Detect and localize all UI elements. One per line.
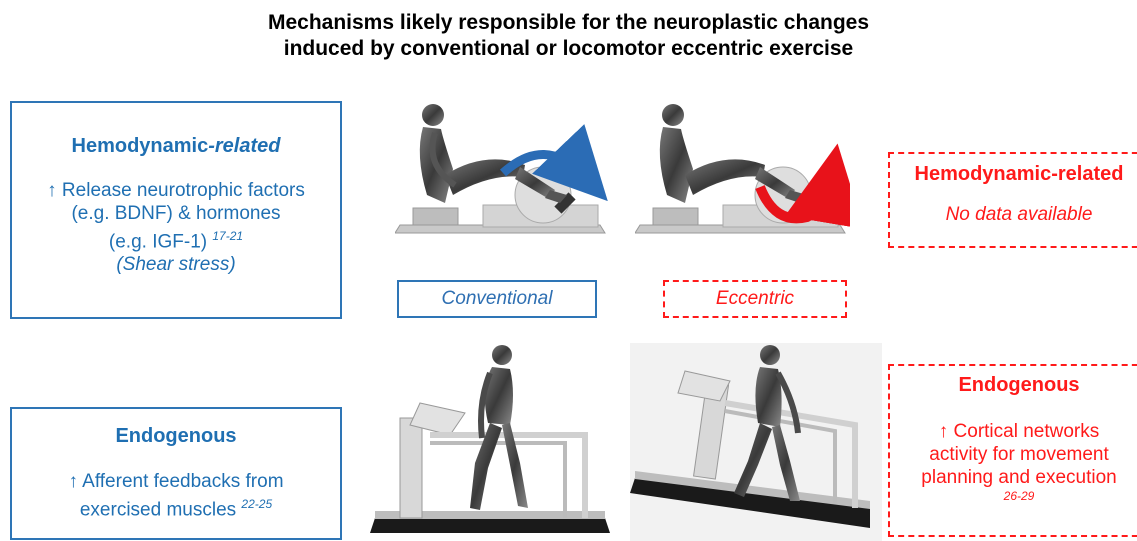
conventional-label: Conventional (397, 280, 597, 318)
hemodynamic-line-2: (e.g. BDNF) & hormones (71, 203, 281, 224)
figure-title: Mechanisms likely responsible for the ne… (0, 10, 1137, 62)
endogenous-line-2-text: exercised muscles (79, 499, 237, 521)
endogenous-eccentric-heading: Endogenous (958, 374, 1080, 396)
title-line-1: Mechanisms likely responsible for the ne… (267, 11, 870, 34)
conventional-ergometer-illustration (395, 104, 608, 234)
endogenous-eccentric-reference: 26-29 (1003, 489, 1035, 503)
title-line-2: induced by conventional or locomotor ecc… (283, 37, 854, 60)
hemodynamic-line-3-text: (e.g. IGF-1) (108, 231, 208, 253)
endogenous-eccentric-line-1: ↑ Cortical networks (938, 421, 1100, 442)
hemodynamic-line-3: (e.g. IGF-1) 17-21 (12, 225, 340, 253)
endogenous-eccentric-line-3: planning and execution (921, 467, 1117, 488)
endogenous-eccentric-line-2: activity for movement (929, 444, 1109, 465)
eccentric-label: Eccentric (663, 280, 847, 318)
level-treadmill-illustration (370, 345, 610, 533)
hemodynamic-conventional-box: Hemodynamic-related ↑ Release neurotroph… (10, 101, 342, 319)
hemodynamic-eccentric-box: Hemodynamic-related No data available (888, 152, 1137, 248)
hemodynamic-reference: 17-21 (212, 229, 244, 243)
downhill-treadmill-illustration (630, 343, 882, 541)
endogenous-line-2: exercised muscles 22-25 (12, 493, 340, 521)
endogenous-conventional-box: Endogenous ↑ Afferent feedbacks from exe… (10, 407, 342, 540)
endogenous-heading: Endogenous (115, 425, 237, 447)
endogenous-eccentric-box: Endogenous ↑ Cortical networks activity … (888, 364, 1137, 537)
hemodynamic-heading-plain: Hemodynamic (71, 135, 209, 157)
hemodynamic-line-4: (Shear stress) (116, 254, 236, 276)
no-data-text: No data available (945, 204, 1093, 225)
endogenous-line-1: ↑ Afferent feedbacks from (68, 471, 284, 492)
endogenous-reference: 22-25 (241, 497, 273, 511)
hemodynamic-heading-italic: -related (208, 135, 281, 157)
hemodynamic-heading: Hemodynamic-related (12, 135, 340, 158)
hemodynamic-eccentric-heading: Hemodynamic-related (914, 163, 1124, 185)
hemodynamic-line-1: ↑ Release neurotrophic factors (47, 180, 305, 201)
eccentric-ergometer-illustration (635, 104, 850, 234)
